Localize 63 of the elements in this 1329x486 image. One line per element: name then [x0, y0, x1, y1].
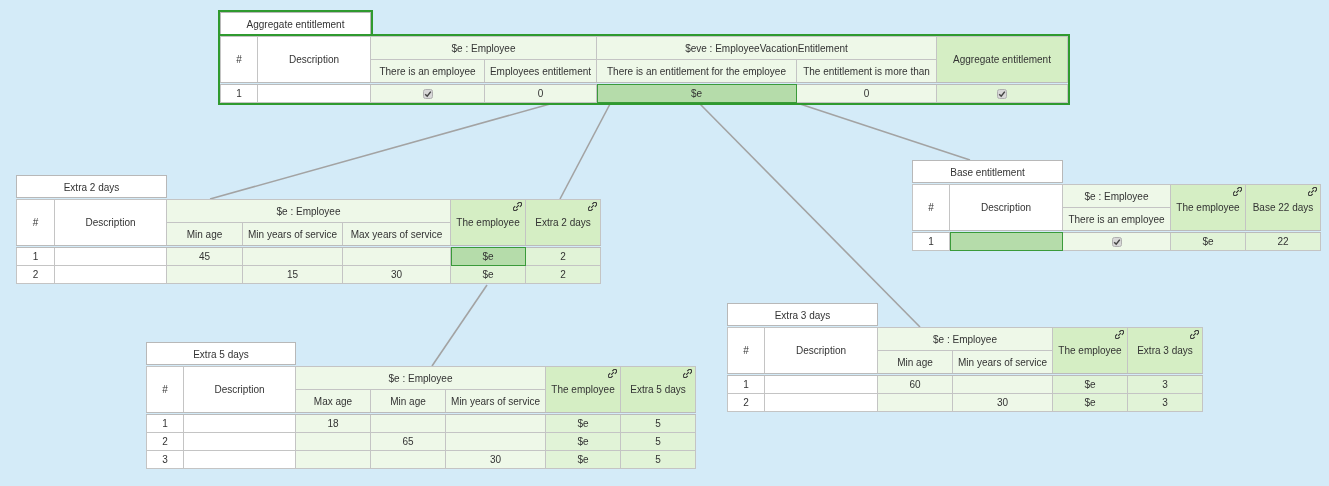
connector-line: [209, 103, 551, 200]
connector-line: [799, 103, 971, 161]
connector-line: [699, 103, 921, 328]
table-cell: $e: [1052, 374, 1128, 394]
column-header: Description: [764, 327, 878, 375]
column-header: $e : Employee: [1062, 184, 1171, 208]
column-header: Employees entitlement: [484, 59, 597, 84]
column-header: The employee: [456, 217, 520, 228]
column-header: Description: [54, 199, 167, 247]
column-header: Extra 3 days: [1137, 345, 1193, 356]
column-header: Base 22 days: [1252, 202, 1314, 213]
column-header: $eve : EmployeeVacationEntitlement: [596, 36, 937, 60]
table-cell: 45: [166, 246, 243, 266]
table-title-tab: Extra 2 days: [16, 175, 167, 198]
column-header: #: [220, 36, 258, 84]
table-title-tab: Extra 3 days: [727, 303, 878, 326]
column-header: There is an entitlement for the employee: [596, 59, 797, 84]
row-number: 1: [16, 246, 55, 266]
column-header: Description: [183, 366, 296, 414]
column-header: $e : Employee: [877, 327, 1053, 351]
row-number: 1: [146, 413, 184, 433]
column-header: The employee: [1058, 345, 1122, 356]
column-header: Aggregate entitlement: [936, 36, 1068, 84]
column-header: The employee: [1176, 202, 1240, 213]
column-header: #: [16, 199, 55, 247]
table-title-tab: Extra 5 days: [146, 342, 296, 365]
table-cell: 0: [796, 83, 937, 103]
row-number: 1: [727, 374, 765, 394]
connector-line: [559, 103, 611, 200]
column-header: Max years of service: [342, 222, 451, 247]
column-header: The employee: [551, 384, 615, 395]
table-title-tab: Base entitlement: [912, 160, 1063, 183]
column-header: There is an employee: [1062, 207, 1171, 232]
column-header: #: [912, 184, 950, 232]
column-header: The entitlement is more than: [796, 59, 937, 84]
column-header: Description: [949, 184, 1063, 232]
table-title-tab: Aggregate entitlement: [220, 12, 371, 35]
table-cell: 60: [877, 374, 953, 394]
table-cell: 22: [1245, 231, 1321, 251]
column-header: Min years of service: [242, 222, 343, 247]
column-header: Min years of service: [952, 350, 1053, 375]
table-cell: 0: [484, 83, 597, 103]
table-cell: 5: [620, 413, 696, 433]
column-header: There is an employee: [370, 59, 485, 84]
row-number: 1: [912, 231, 950, 251]
column-header: $e : Employee: [370, 36, 597, 60]
table-cell: $e: [1170, 231, 1246, 251]
column-header: Extra 5 days: [630, 384, 686, 395]
column-header: Description: [257, 36, 371, 84]
selected-cell: $e: [450, 246, 526, 266]
connector-line: [431, 284, 488, 367]
column-header: Min years of service: [445, 389, 546, 414]
selected-cell: $e: [596, 83, 797, 103]
column-header: #: [727, 327, 765, 375]
table-cell: $e: [545, 413, 621, 433]
table-cell: 18: [295, 413, 371, 433]
column-header: $e : Employee: [166, 199, 451, 223]
row-number: 1: [220, 83, 258, 103]
column-header: $e : Employee: [295, 366, 546, 390]
table-cell: 2: [525, 246, 601, 266]
column-header: #: [146, 366, 184, 414]
table-cell: 3: [1127, 374, 1203, 394]
column-header: Extra 2 days: [535, 217, 591, 228]
